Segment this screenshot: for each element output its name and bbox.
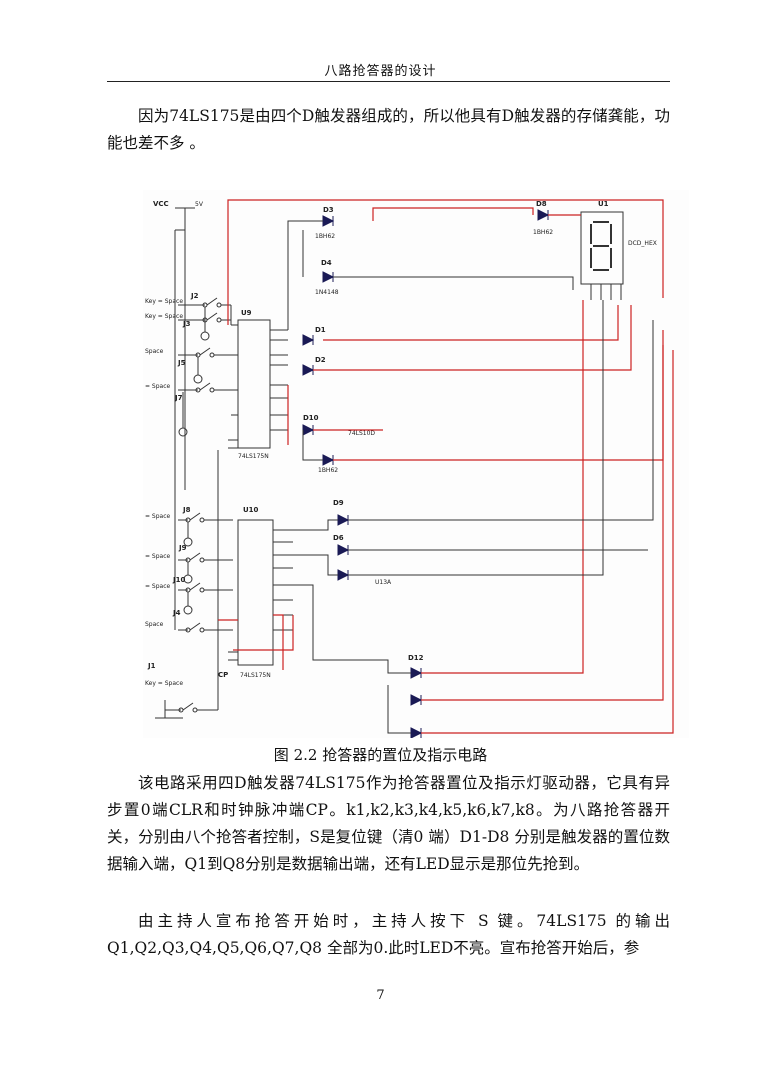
d4-type: 1N4148: [315, 289, 339, 296]
d8-label: D8: [536, 200, 547, 208]
u13a-label: U13A: [375, 579, 392, 586]
switch-key-label-2: Key = Space: [145, 313, 183, 320]
running-header: 八路抢答器的设计: [324, 64, 437, 79]
u1-label: U1: [598, 200, 609, 208]
circuit-schematic: U9 74LS175N U10 74LS175N CP: [143, 190, 689, 738]
switch-key-label-3: Space: [145, 348, 164, 355]
chip-u9-part: 74LS175N: [238, 453, 269, 460]
chip-u10-label: U10: [243, 506, 259, 514]
j7-label: J7: [174, 394, 183, 402]
d3-label: D3: [323, 206, 334, 214]
d9-label: D9: [333, 499, 344, 507]
switch-key-label-1: Key = Space: [145, 298, 183, 305]
j3-label: J3: [182, 320, 191, 328]
chip-u9-label: U9: [241, 309, 252, 317]
paragraph-1: 因为74LS175是由四个D触发器组成的，所以他具有D触发器的存储龚能，功能也差…: [107, 107, 670, 152]
vcc-label: VCC: [153, 200, 169, 208]
j9-label: J9: [178, 544, 187, 552]
j8-label: J8: [182, 506, 191, 514]
d6-label: D6: [333, 534, 344, 542]
j4-label: J4: [172, 609, 181, 617]
d12-label: D12: [408, 654, 424, 662]
switch-key-label-4: = Space: [145, 383, 171, 390]
page-number: 7: [376, 988, 385, 1003]
switch-key-label-8: Space: [145, 621, 164, 628]
d-type-3: 1BH62: [318, 467, 338, 474]
j2-label: J2: [190, 292, 199, 300]
paragraph-2: 该电路采用四D触发器74LS175作为抢答器置位及指示灯驱动器，它具有异步置0端…: [107, 774, 670, 873]
j10-label: J10: [172, 576, 185, 584]
header-rule: [107, 81, 670, 82]
d1-label: D1: [315, 326, 326, 334]
d4-label: D4: [321, 259, 332, 267]
chip-u10-part: 74LS175N: [240, 672, 271, 679]
paragraph-3: 由主持人宣布抢答开始时，主持人按下 S 键。74LS175 的输出Q1,Q2,Q…: [107, 912, 670, 957]
j5-label: J5: [177, 359, 186, 367]
switch-key-label-9: Key = Space: [145, 680, 183, 687]
switch-key-label-7: = Space: [145, 583, 171, 590]
d3-type: 1BH62: [315, 233, 335, 240]
figure-caption: 图 2.2 抢答器的置位及指示电路: [273, 746, 488, 764]
cp-label: CP: [218, 671, 228, 679]
j1-label: J1: [147, 662, 156, 670]
five-v-label: 5V: [195, 201, 204, 208]
d2-label: D2: [315, 356, 326, 364]
switch-key-label-6: = Space: [145, 553, 171, 560]
switch-key-label-5: = Space: [145, 513, 171, 520]
dcd-hex-label: DCD_HEX: [628, 240, 657, 247]
d8-type: 1BH62: [533, 229, 553, 236]
net-74ls-label: 74LS10D: [348, 430, 375, 437]
d10-label: D10: [303, 414, 319, 422]
